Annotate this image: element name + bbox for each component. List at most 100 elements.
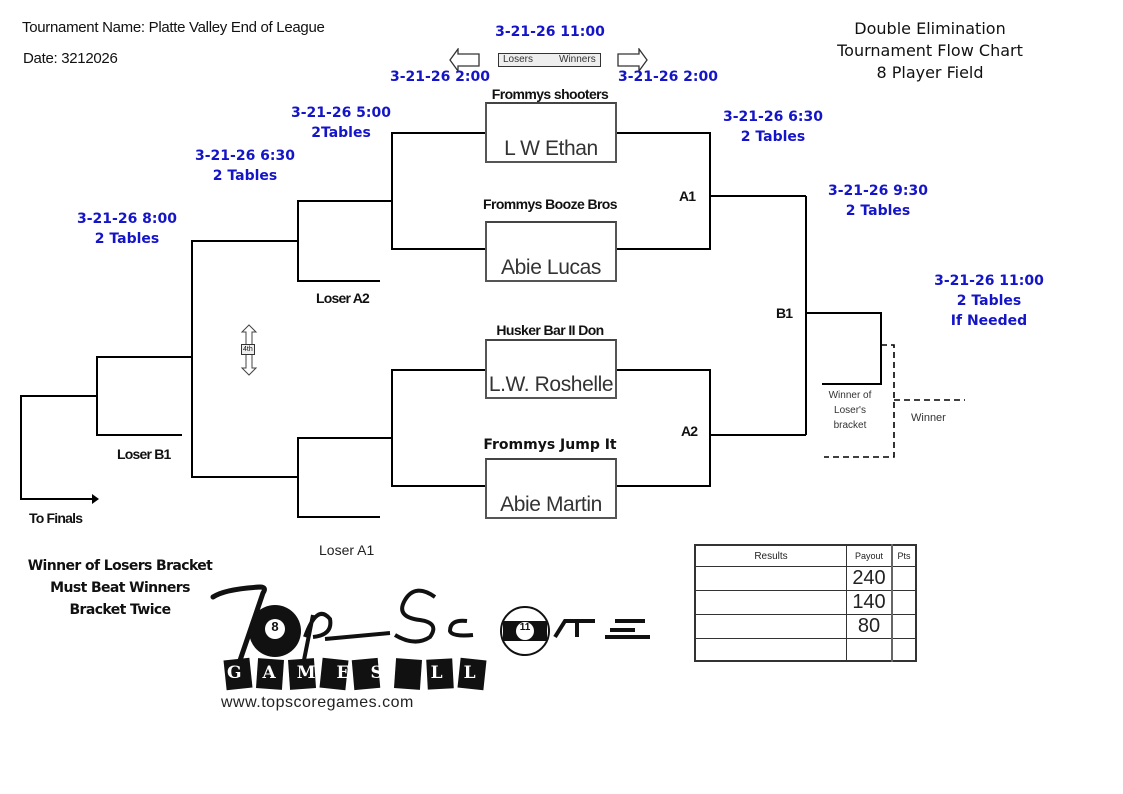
schedule-top-center: 3-21-26 11:00 [495, 24, 605, 40]
payout-cell: 80 [846, 614, 893, 639]
bracket-legend: Losers Winners [498, 53, 601, 67]
label-winner: Winner [911, 412, 946, 424]
team-name: Frommys Booze Bros [483, 196, 618, 212]
match-label-a2: A2 [681, 423, 698, 439]
schedule-losers-round-4: 3-21-26 8:00 2 Tables [62, 209, 192, 249]
pts-cell[interactable] [891, 566, 917, 591]
label-line: Loser's [834, 405, 866, 416]
slot-player: L W Ethan [504, 137, 598, 160]
logo-subtitle: GAMES LLC [227, 663, 532, 683]
header-pts: Pts [891, 544, 917, 567]
payout-cell [846, 638, 893, 662]
bracket-line-b1-out [806, 312, 882, 385]
match-label-b1: B1 [776, 305, 793, 321]
result-cell[interactable] [694, 638, 847, 662]
label-line: Winner of [828, 390, 872, 401]
topscore-logo: 8 11 GAMES LLC www.topscoregames.com [205, 575, 655, 715]
header-payout: Payout [846, 544, 893, 567]
logo-url[interactable]: www.topscoregames.com [221, 694, 414, 711]
bracket-line-a1 [616, 132, 711, 250]
label-loser-a2: Loser A2 [316, 290, 370, 306]
tournament-name: Tournament Name: Platte Valley End of Le… [22, 19, 325, 36]
schedule-finals: 3-21-26 11:00 2 Tables If Needed [919, 271, 1059, 331]
schedule-tables: 2 Tables [956, 293, 1022, 309]
title-line-1: Double Elimination [854, 19, 1006, 38]
schedule-losers-round-2: 3-21-26 5:00 2Tables [276, 103, 406, 143]
team-name: Frommys shooters [491, 86, 609, 102]
payout-cell: 240 [846, 566, 893, 591]
schedule-losers-round-3: 3-21-26 6:30 2 Tables [180, 146, 310, 186]
schedule-tables: 2 Tables [212, 168, 278, 184]
results-row: 80 [694, 614, 917, 639]
pts-cell[interactable] [891, 638, 917, 662]
label-loser-a1: Loser A1 [319, 542, 375, 558]
match-slot[interactable]: Abie Martin [485, 458, 617, 519]
slot-player: Abie Lucas [501, 256, 601, 279]
bracket-line-losers-lower-2 [297, 437, 392, 518]
arrow-left-icon [449, 48, 480, 72]
schedule-tables: 2 Tables [740, 129, 806, 145]
arrow-right-icon [617, 48, 648, 72]
schedule-time: 3-21-26 5:00 [290, 105, 392, 121]
result-cell[interactable] [694, 590, 847, 615]
rules-line: Bracket Twice [69, 602, 171, 618]
label-line: bracket [833, 420, 867, 431]
schedule-winners-round-3: 3-21-26 9:30 2 Tables [813, 181, 943, 221]
pts-cell[interactable] [891, 590, 917, 615]
schedule-time: 3-21-26 9:30 [827, 183, 929, 199]
match-slot[interactable]: L.W. Roshelle [485, 339, 617, 399]
schedule-winners-round-2: 3-21-26 6:30 2 Tables [708, 107, 838, 147]
bracket-line-losers-upper-2 [297, 200, 392, 282]
schedule-losers-start: 3-21-26 2:00 [389, 69, 491, 85]
bracket-line-losers-round4 [96, 356, 192, 436]
legend-winners: Winners [559, 54, 596, 65]
match-label-a1: A1 [679, 188, 696, 204]
label-winner-of-losers-bracket: Winner of Loser's bracket [820, 388, 880, 433]
schedule-winners-start: 3-21-26 2:00 [617, 69, 719, 85]
tournament-date: Date: 3212026 [23, 50, 118, 67]
result-cell[interactable] [694, 614, 847, 639]
rules-note: Winner of Losers Bracket Must Beat Winne… [20, 555, 220, 621]
match-slot[interactable]: L W Ethan [485, 102, 617, 163]
team-name: Husker Bar II Don [496, 322, 604, 338]
payout-cell: 140 [846, 590, 893, 615]
results-row [694, 638, 917, 662]
title-line-2: Tournament Flow Chart [837, 41, 1023, 60]
legend-losers: Losers [503, 54, 534, 65]
results-table: Results Payout Pts 240 140 80 [694, 544, 917, 662]
schedule-note: If Needed [950, 313, 1028, 329]
rules-line: Must Beat Winners [50, 580, 190, 596]
logo-ball-11: 11 [519, 622, 531, 633]
rules-line: Winner of Losers Bracket [27, 558, 213, 574]
logo-ball-8: 8 [271, 619, 279, 634]
place-badge: 4th [241, 344, 255, 355]
results-row: 140 [694, 590, 917, 615]
pts-cell[interactable] [891, 614, 917, 639]
result-cell[interactable] [694, 566, 847, 591]
schedule-tables: 2 Tables [845, 203, 911, 219]
schedule-time: 3-21-26 11:00 [934, 273, 1044, 289]
match-slot[interactable]: Abie Lucas [485, 221, 617, 282]
results-header-row: Results Payout Pts [694, 544, 917, 567]
team-name: Frommys Jump It [483, 437, 617, 453]
to-finals-arrow-icon [92, 494, 99, 504]
results-row: 240 [694, 566, 917, 591]
schedule-tables: 2 Tables [94, 231, 160, 247]
bracket-line-losers-round3 [191, 240, 298, 478]
bracket-line-a2 [616, 369, 711, 487]
slot-player: Abie Martin [500, 493, 602, 516]
title-line-3: 8 Player Field [876, 63, 984, 82]
bracket-line-losers-lower [391, 369, 486, 487]
bracket-line-losers-upper [391, 132, 486, 250]
label-loser-b1: Loser B1 [117, 446, 171, 462]
schedule-tables: 2Tables [311, 125, 371, 141]
schedule-time: 3-21-26 6:30 [722, 109, 824, 125]
bracket-line-finals-dashed [824, 344, 895, 458]
label-to-finals: To Finals [29, 510, 83, 526]
slot-player: L.W. Roshelle [488, 373, 614, 396]
schedule-time: 3-21-26 6:30 [194, 148, 296, 164]
schedule-time: 3-21-26 8:00 [76, 211, 178, 227]
header-results: Results [694, 544, 847, 567]
chart-title: Double Elimination Tournament Flow Chart… [810, 18, 1050, 84]
